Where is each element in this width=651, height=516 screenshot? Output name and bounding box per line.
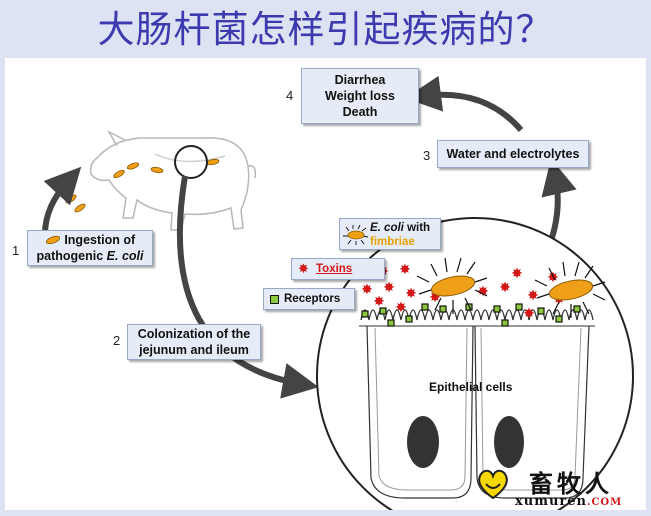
svg-text:✸: ✸ bbox=[399, 262, 411, 278]
svg-text:✸: ✸ bbox=[395, 300, 407, 316]
page-title: 大肠杆菌怎样引起疾病的？ bbox=[97, 8, 554, 51]
epithelium-magnified-view: ✸✸ ✸✸ ✸✸ ✸✸ ✸✸ ✸✸ ✸✸ ✸ bbox=[316, 217, 634, 510]
step-3-water-box: Water and electrolytes bbox=[437, 140, 589, 168]
diagram-canvas: ✸✸ ✸✸ ✸✸ ✸✸ ✸✸ ✸✸ ✸✸ ✸ bbox=[42, 75, 634, 510]
gut-highlight-circle bbox=[174, 145, 208, 179]
svg-text:✸: ✸ bbox=[499, 280, 511, 296]
svg-text:✸: ✸ bbox=[373, 294, 385, 310]
legend-ecoli-fimbriae: E. coli with fimbriae bbox=[339, 218, 441, 250]
svg-text:✸: ✸ bbox=[527, 288, 539, 304]
fimbriated-bacterium-right bbox=[534, 261, 606, 318]
step-2-colonization-box: Colonization of the jejunum and ileum bbox=[127, 324, 261, 360]
step-3-number: 3 bbox=[423, 148, 431, 163]
svg-text:✸: ✸ bbox=[361, 282, 373, 298]
epithelial-cells-label: Epithelial cells bbox=[429, 380, 513, 394]
step-4-number: 4 bbox=[286, 88, 294, 103]
watermark: 畜牧人 xumuren.COM bbox=[475, 464, 643, 510]
step-1-ingestion-box: Ingestion of pathogenic E. coli bbox=[27, 230, 153, 266]
ecoli-icon bbox=[45, 235, 60, 245]
svg-text:✸: ✸ bbox=[547, 270, 559, 286]
epithelial-cell-left bbox=[366, 325, 474, 499]
pig-bacteria bbox=[61, 158, 220, 213]
pig-illustration bbox=[89, 130, 257, 231]
step-4-outcomes-box: Diarrhea Weight loss Death bbox=[301, 68, 419, 124]
receptor-icon bbox=[270, 295, 279, 304]
nucleus-left bbox=[407, 416, 439, 468]
heart-logo-icon bbox=[478, 469, 508, 500]
microvilli-border bbox=[360, 309, 594, 321]
nucleus-right bbox=[494, 416, 524, 468]
diagram-panel: ✸✸ ✸✸ ✸✸ ✸✸ ✸✸ ✸✸ ✸✸ ✸ bbox=[5, 58, 646, 510]
step-2-number: 2 bbox=[113, 333, 121, 348]
arrow-symptoms bbox=[405, 75, 524, 132]
step-1-number: 1 bbox=[12, 243, 20, 258]
legend-receptors: Receptors bbox=[263, 288, 355, 310]
svg-text:✸: ✸ bbox=[405, 286, 417, 302]
legend-toxins: ✸ Toxins bbox=[291, 258, 385, 280]
watermark-chinese: 畜牧人 bbox=[529, 469, 613, 498]
arrow-ingestion bbox=[42, 166, 82, 235]
toxin-icon: ✸ bbox=[298, 261, 309, 276]
svg-text:✸: ✸ bbox=[383, 280, 395, 296]
arrow-colonization bbox=[176, 175, 319, 399]
svg-text:✸: ✸ bbox=[523, 306, 535, 322]
svg-text:✸: ✸ bbox=[511, 266, 523, 282]
watermark-url: xumuren.COM bbox=[515, 494, 623, 509]
fimbriated-bacterium-left bbox=[416, 257, 488, 314]
fimbriated-ecoli-icon bbox=[343, 225, 369, 245]
